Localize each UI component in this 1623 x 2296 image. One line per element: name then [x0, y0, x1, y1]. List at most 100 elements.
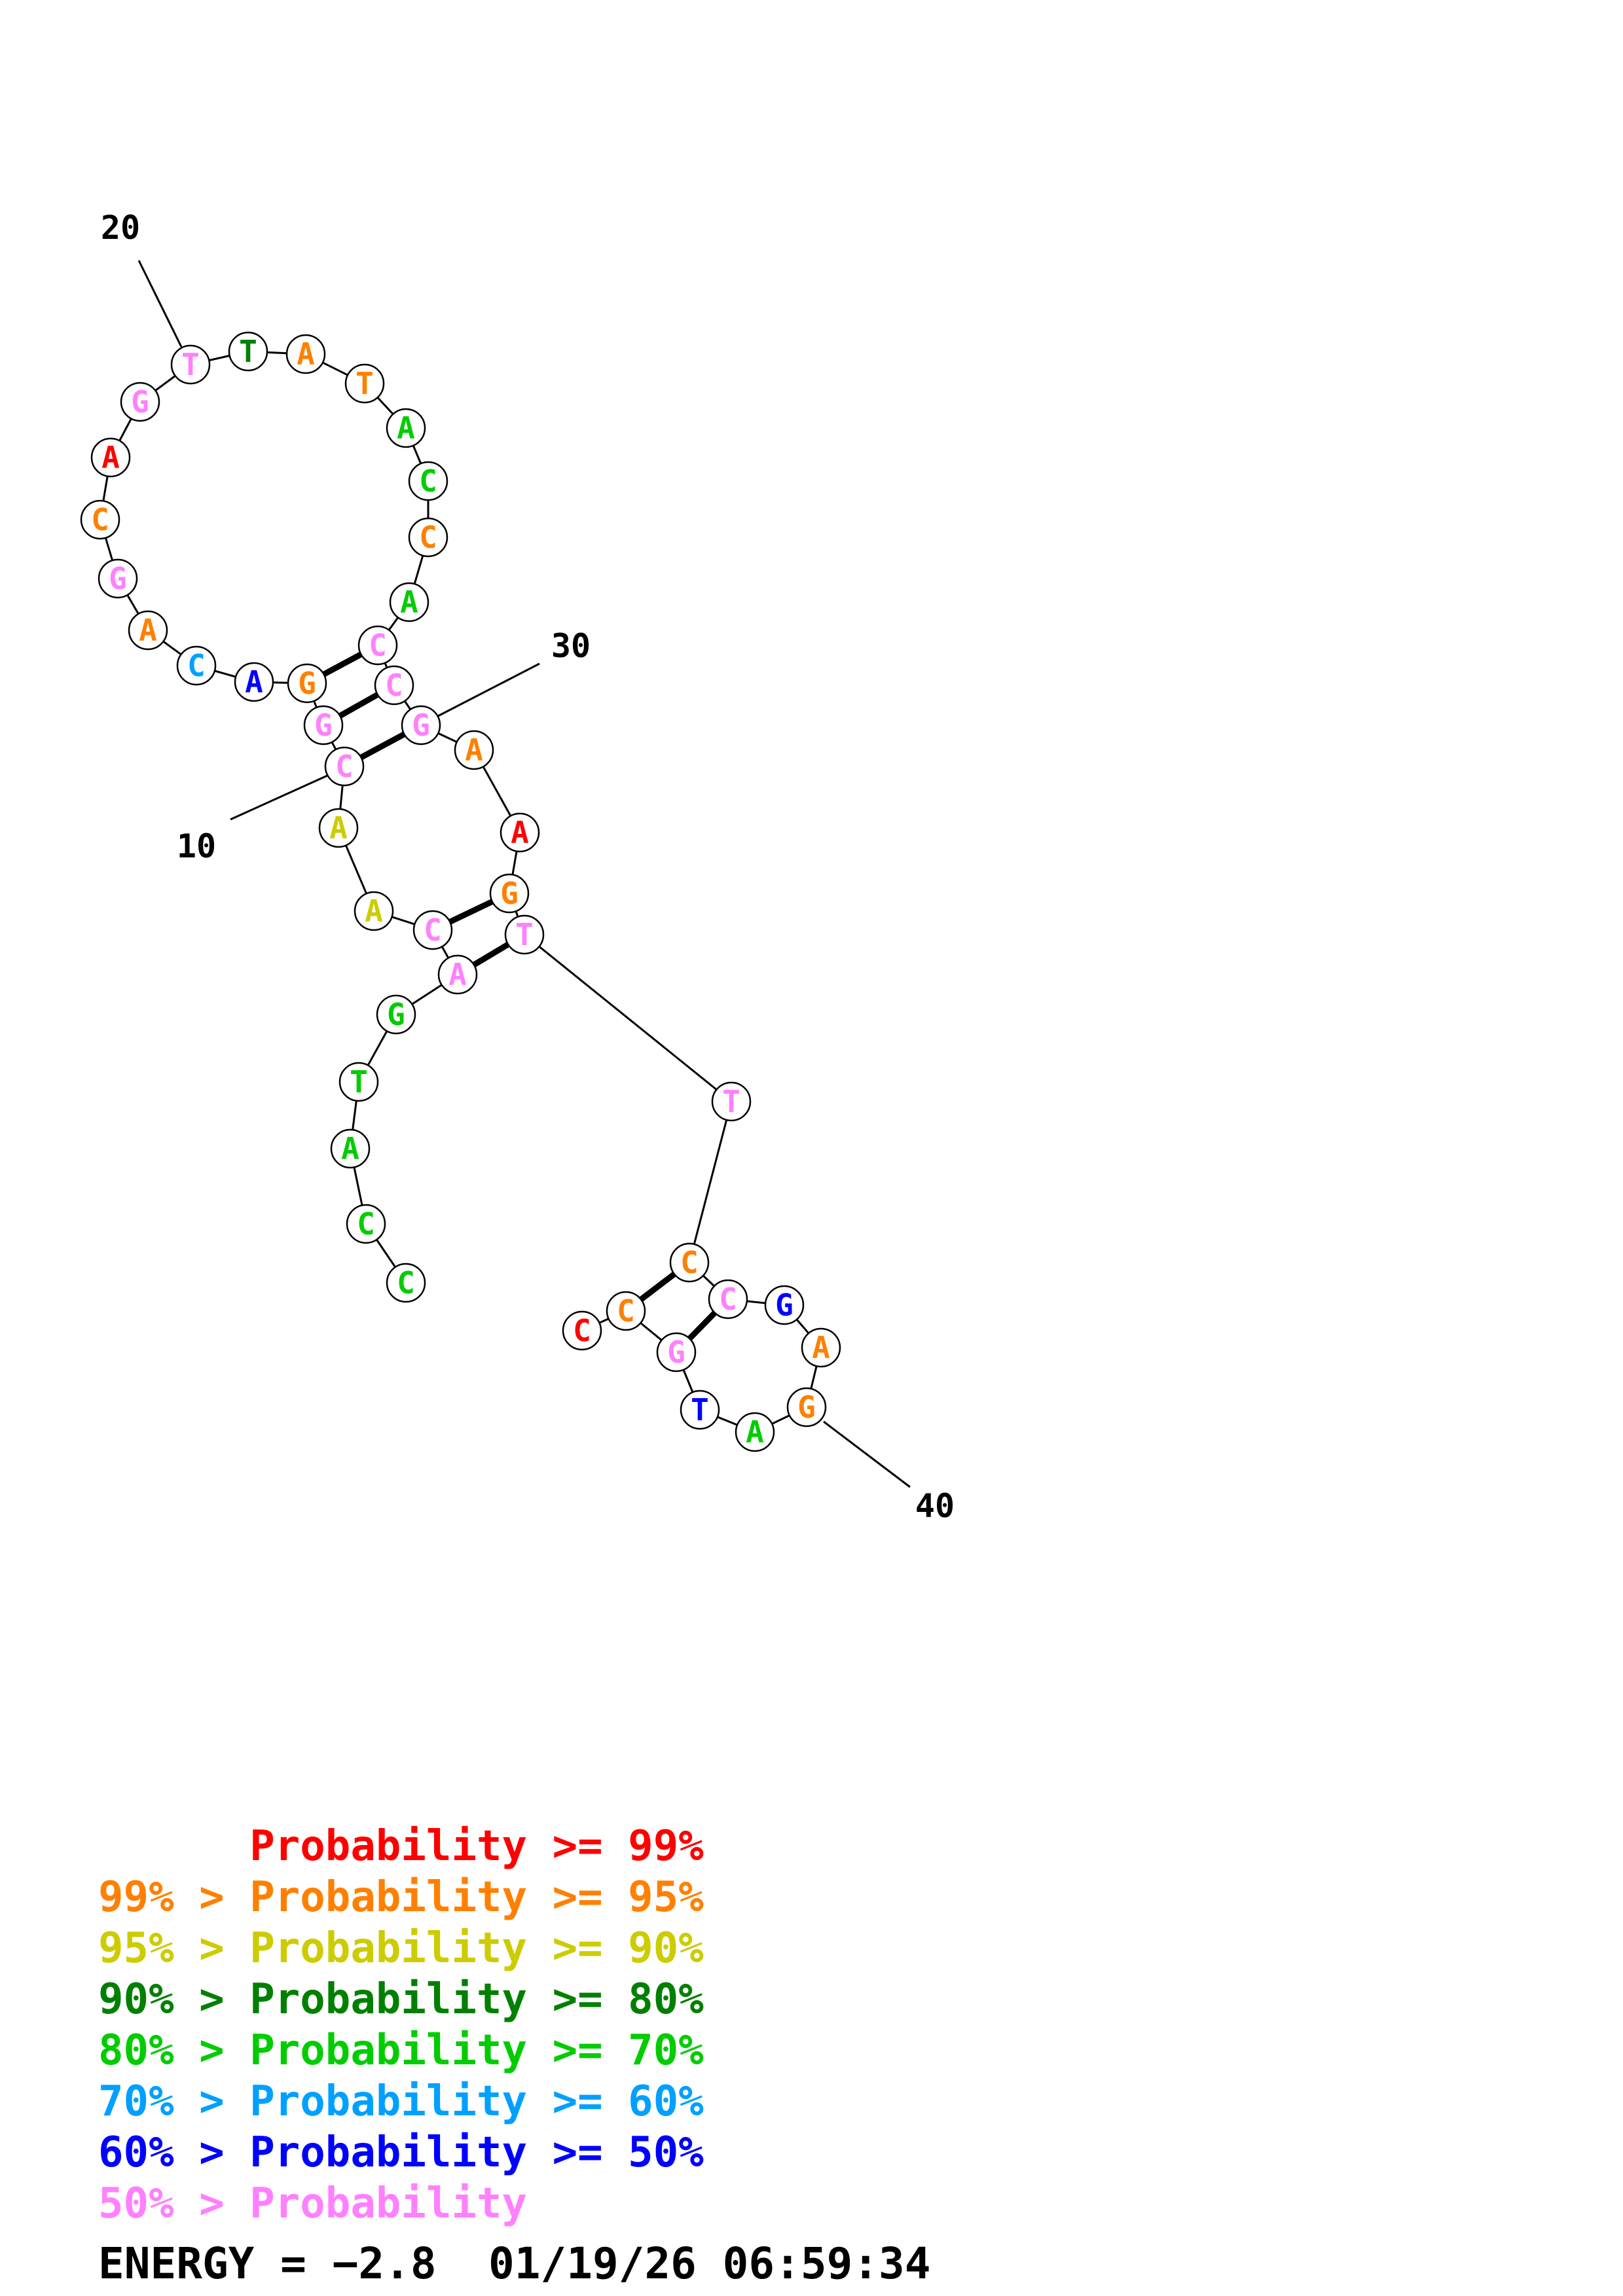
base-letter: A — [341, 1131, 359, 1166]
number-leader-line — [823, 1420, 911, 1488]
base-circle — [562, 1310, 602, 1351]
base-pair-bonds — [305, 643, 731, 1355]
base-letter: C — [357, 1206, 375, 1242]
base-letter: C — [397, 1265, 415, 1300]
base-circle — [374, 665, 414, 706]
base-letter: T — [181, 347, 200, 382]
base-circle — [98, 558, 138, 599]
base-circle — [437, 954, 478, 995]
base-letter: G — [775, 1287, 793, 1323]
base-circle — [170, 344, 211, 385]
base-letter: T — [691, 1392, 709, 1427]
number-leader-line — [137, 260, 183, 348]
base-letter: A — [101, 440, 120, 475]
base-circle — [656, 1332, 697, 1372]
base-circle — [454, 730, 494, 770]
legend-line: 99% > Probability >= 95% — [98, 1873, 704, 1922]
base-letter: G — [109, 561, 127, 596]
base-circle — [389, 582, 429, 622]
base-letter: C — [369, 628, 387, 663]
base-letter: A — [812, 1330, 830, 1365]
backbone-segment — [688, 1101, 733, 1263]
base-letter: G — [500, 876, 519, 911]
base-circle — [504, 914, 545, 955]
legend-line: 90% > Probability >= 80% — [98, 1975, 704, 2024]
base-letter: T — [722, 1084, 740, 1119]
base-circle — [376, 994, 416, 1035]
base-circle — [303, 705, 344, 745]
base-letter: T — [356, 366, 374, 401]
base-circle — [489, 873, 530, 914]
base-letter: A — [746, 1414, 764, 1450]
backbone-lines — [99, 350, 822, 1433]
base-circle — [344, 363, 385, 404]
base-letter: G — [314, 708, 333, 743]
base-circle — [708, 1279, 748, 1319]
base-letter: C — [617, 1293, 635, 1329]
base-letter: A — [329, 810, 348, 846]
sequence-number-label: 20 — [101, 209, 140, 247]
sequence-number-label: 40 — [915, 1487, 955, 1525]
legend-line: 60% > Probability >= 50% — [98, 2128, 704, 2177]
base-circle — [318, 808, 359, 848]
base-circle — [386, 1263, 426, 1303]
base-circle — [500, 812, 540, 853]
legend-line: Probability >= 99% — [98, 1822, 704, 1871]
base-circle — [408, 461, 448, 501]
base-circle — [669, 1242, 710, 1283]
base-circle — [287, 663, 327, 704]
number-leader-lines — [137, 260, 911, 1488]
base-letter: G — [298, 666, 316, 701]
base-circle — [234, 662, 274, 702]
base-circle — [90, 437, 131, 478]
energy-text: ENERGY = −2.8 01/19/26 06:59:34 — [98, 2238, 931, 2289]
base-letter: C — [335, 749, 354, 784]
base-letter: T — [515, 917, 534, 952]
base-circle — [386, 408, 426, 448]
base-letter: A — [400, 584, 418, 620]
base-letter: C — [719, 1282, 737, 1317]
base-letter: T — [350, 1064, 368, 1100]
base-letter: G — [131, 384, 149, 420]
legend-line: 50% > Probability — [98, 2179, 528, 2228]
base-circle — [412, 910, 453, 950]
base-circle — [357, 625, 398, 666]
base-circle — [176, 645, 217, 686]
base-circle — [735, 1412, 775, 1452]
base-letter: A — [465, 732, 483, 768]
legend-line: 70% > Probability >= 60% — [98, 2077, 704, 2126]
base-circle — [338, 1062, 379, 1102]
base-letter: C — [573, 1313, 591, 1348]
base-circle — [285, 334, 326, 374]
number-leader-line — [230, 774, 328, 821]
base-circle — [128, 610, 168, 651]
backbone-segment — [524, 933, 732, 1103]
base-letter: A — [397, 410, 415, 446]
base-circle — [606, 1291, 646, 1331]
base-circle — [324, 746, 365, 787]
base-circle — [764, 1285, 805, 1325]
base-circle — [711, 1081, 752, 1122]
probability-legend: Probability >= 99%99% > Probability >= 9… — [98, 1821, 704, 2229]
base-circle — [801, 1327, 841, 1368]
base-circle — [401, 705, 441, 745]
base-letter: C — [680, 1245, 699, 1280]
base-letter: T — [239, 334, 257, 369]
base-letter: C — [385, 668, 403, 703]
base-letter: G — [667, 1335, 685, 1370]
legend-line: 80% > Probability >= 70% — [98, 2026, 704, 2075]
legend-line: 95% > Probability >= 90% — [98, 1924, 704, 1973]
base-letter: G — [387, 997, 405, 1032]
base-circle — [408, 517, 448, 558]
sequence-number-label: 30 — [551, 627, 591, 665]
base-letter: A — [139, 613, 157, 648]
base-letter: C — [419, 463, 437, 499]
base-circle — [680, 1390, 720, 1430]
base-letter: A — [245, 664, 263, 700]
sequence-number-label: 10 — [177, 827, 216, 865]
base-letter: A — [365, 893, 383, 929]
base-circle — [80, 499, 120, 540]
